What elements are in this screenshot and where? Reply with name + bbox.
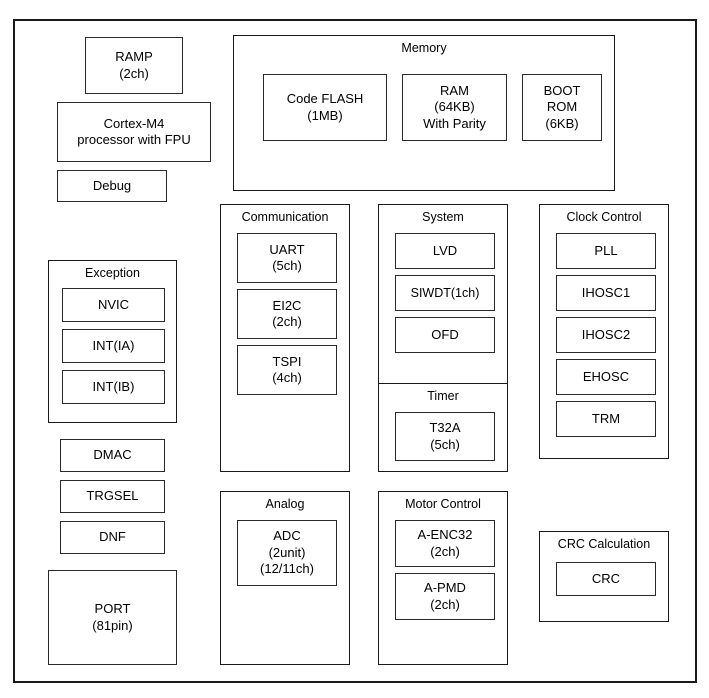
block-t32a-line2: (5ch) <box>430 436 460 452</box>
block-ehosc-line1: EHOSC <box>582 368 630 384</box>
chip-outer-frame: RAMP (2ch) Cortex-M4 processor with FPU … <box>13 19 697 683</box>
block-adc-line1: ADC <box>273 528 301 544</box>
block-ihosc2-line1: IHOSC2 <box>581 326 631 342</box>
block-a-enc32-line2: (2ch) <box>430 543 460 559</box>
block-a-pmd-line1: A-PMD <box>424 580 466 595</box>
group-clock-control: Clock Control PLL IHOSC1 IHOSC2 EHOSC TR… <box>539 204 669 459</box>
block-a-pmd: A-PMD (2ch) <box>395 573 495 620</box>
block-dnf: DNF <box>60 521 165 554</box>
block-boot-rom: BOOT ROM (6KB) <box>522 74 602 141</box>
block-trm: TRM <box>556 401 656 437</box>
block-lvd-line1: LVD <box>432 242 458 258</box>
block-ehosc: EHOSC <box>556 359 656 395</box>
group-memory-title: Memory <box>401 41 447 55</box>
block-debug: Debug <box>57 170 167 202</box>
group-exception: Exception NVIC INT(IA) INT(IB) <box>48 260 177 423</box>
block-uart-line1: UART <box>269 241 305 257</box>
block-ei2c: EI2C (2ch) <box>237 289 337 339</box>
block-int-ib: INT(IB) <box>62 370 165 404</box>
group-communication: Communication UART (5ch) EI2C (2ch) TSPI… <box>220 204 350 472</box>
block-ei2c-line1: EI2C <box>272 297 302 313</box>
block-ofd-line1: OFD <box>431 326 459 342</box>
block-uart-line2: (5ch) <box>272 258 302 273</box>
block-a-enc32-line1: A-ENC32 <box>417 527 473 542</box>
group-memory: Memory Code FLASH (1MB) RAM (64KB) With … <box>233 35 615 191</box>
block-adc-line3: (12/11ch) <box>260 561 314 577</box>
group-communication-title: Communication <box>241 210 329 224</box>
block-t32a: T32A (5ch) <box>395 412 495 461</box>
block-nvic: NVIC <box>62 288 165 322</box>
block-boot-rom-line3: (6KB) <box>545 115 579 131</box>
block-trgsel-line1: TRGSEL <box>86 488 139 504</box>
group-crc-calculation-title: CRC Calculation <box>557 537 651 551</box>
block-ram: RAM (64KB) With Parity <box>402 74 507 141</box>
block-ihosc2: IHOSC2 <box>556 317 656 353</box>
block-ihosc1-line1: IHOSC1 <box>581 284 631 300</box>
block-ramp-line2: (2ch) <box>119 65 149 81</box>
group-motor-control-title: Motor Control <box>405 497 481 511</box>
block-cortex-m4: Cortex-M4 processor with FPU <box>57 102 211 162</box>
block-port-line2: (81pin) <box>92 617 133 633</box>
block-adc: ADC (2unit) (12/11ch) <box>237 520 337 586</box>
block-ei2c-line2: (2ch) <box>272 314 302 329</box>
block-siwdt-line1: SIWDT(1ch) <box>410 285 480 300</box>
block-a-enc32: A-ENC32 (2ch) <box>395 520 495 567</box>
block-pll-line1: PLL <box>594 242 618 258</box>
block-ram-line2: (64KB) <box>434 99 475 115</box>
block-lvd: LVD <box>395 233 495 269</box>
block-debug-line1: Debug <box>92 177 132 193</box>
group-system: System LVD SIWDT(1ch) OFD <box>378 204 508 384</box>
block-ram-line1: RAM <box>440 82 469 98</box>
group-clock-control-title: Clock Control <box>566 210 642 224</box>
group-timer: Timer T32A (5ch) <box>378 383 508 472</box>
block-dnf-line1: DNF <box>99 529 126 545</box>
block-code-flash: Code FLASH (1MB) <box>263 74 387 141</box>
group-crc-calculation: CRC Calculation CRC <box>539 531 669 622</box>
block-int-ia-line1: INT(IA) <box>92 337 135 353</box>
group-analog-title: Analog <box>265 497 305 511</box>
block-int-ia: INT(IA) <box>62 329 165 363</box>
block-a-pmd-line2: (2ch) <box>430 596 460 612</box>
block-ofd: OFD <box>395 317 495 353</box>
block-cortex-m4-line1: Cortex-M4 <box>103 115 165 131</box>
block-int-ib-line1: INT(IB) <box>92 378 135 394</box>
block-pll: PLL <box>556 233 656 269</box>
block-crc-line1: CRC <box>591 570 621 586</box>
block-tspi-line1: TSPI <box>272 353 302 369</box>
block-cortex-m4-line2: processor with FPU <box>77 132 191 147</box>
block-port: PORT (81pin) <box>48 570 177 665</box>
block-code-flash-line1: Code FLASH <box>286 91 364 106</box>
block-tspi: TSPI (4ch) <box>237 345 337 395</box>
block-uart: UART (5ch) <box>237 233 337 283</box>
block-t32a-line1: T32A <box>429 420 461 435</box>
block-adc-line2: (2unit) <box>268 544 306 560</box>
block-trm-line1: TRM <box>591 410 621 426</box>
block-ramp-line1: RAMP <box>115 49 153 64</box>
block-nvic-line1: NVIC <box>97 296 130 312</box>
block-code-flash-line2: (1MB) <box>307 107 343 123</box>
block-boot-rom-line1: BOOT <box>543 82 581 98</box>
group-system-title: System <box>422 210 464 224</box>
block-siwdt: SIWDT(1ch) <box>395 275 495 311</box>
block-crc: CRC <box>556 562 656 596</box>
group-exception-title: Exception <box>85 266 140 280</box>
block-dmac: DMAC <box>60 439 165 472</box>
block-ihosc1: IHOSC1 <box>556 275 656 311</box>
block-ram-line3: With Parity <box>423 115 486 131</box>
block-tspi-line2: (4ch) <box>272 370 302 385</box>
group-motor-control: Motor Control A-ENC32 (2ch) A-PMD (2ch) <box>378 491 508 665</box>
block-port-line1: PORT <box>94 601 131 616</box>
group-timer-title: Timer <box>427 389 459 403</box>
block-trgsel: TRGSEL <box>60 480 165 513</box>
block-boot-rom-line2: ROM <box>546 99 578 115</box>
block-dmac-line1: DMAC <box>93 447 132 463</box>
block-ramp: RAMP (2ch) <box>85 37 183 94</box>
group-analog: Analog ADC (2unit) (12/11ch) <box>220 491 350 665</box>
